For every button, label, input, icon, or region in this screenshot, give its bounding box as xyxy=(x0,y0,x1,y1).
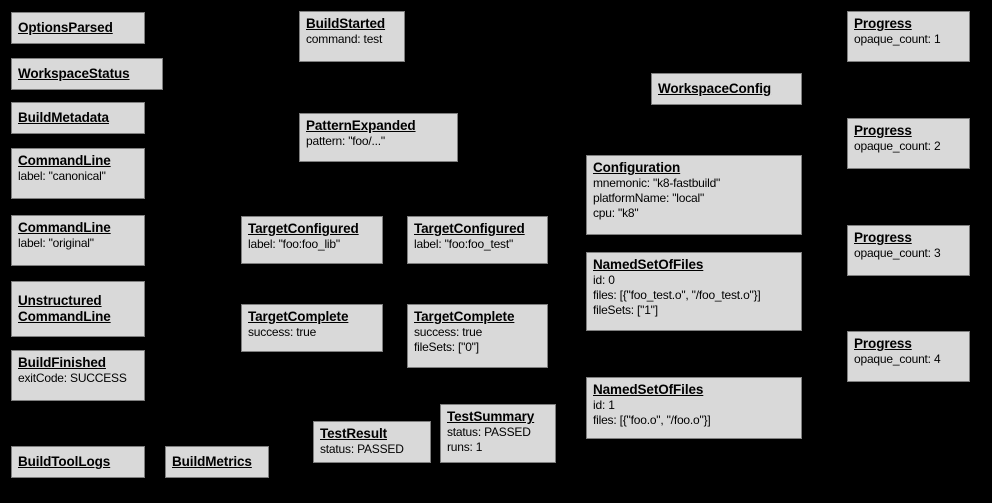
node-property: files: [{"foo.o", "/foo.o"}] xyxy=(593,413,711,427)
node-title: BuildToolLogs xyxy=(18,454,111,469)
node-property: opaque_count: 2 xyxy=(854,139,941,153)
node-title: TargetComplete xyxy=(248,309,349,324)
node-property: files: [{"foo_test.o", "/foo_test.o"}] xyxy=(593,288,761,302)
node-property: success: true xyxy=(248,325,317,339)
node-workspace-config[interactable]: WorkspaceConfig xyxy=(651,73,802,105)
node-property: opaque_count: 1 xyxy=(854,32,941,46)
node-property: label: "foo:foo_test" xyxy=(414,237,514,251)
node-build-metadata[interactable]: BuildMetadata xyxy=(11,102,145,134)
node-title: Progress xyxy=(854,230,912,245)
node-title: WorkspaceConfig xyxy=(658,81,772,96)
node-title: NamedSetOfFiles xyxy=(593,257,704,272)
node-property: fileSets: ["1"] xyxy=(593,303,658,317)
node-title: CommandLine xyxy=(18,220,111,235)
node-title: CommandLine xyxy=(18,153,111,168)
node-property: id: 0 xyxy=(593,273,615,287)
node-property: status: PASSED xyxy=(320,442,404,456)
node-title: Progress xyxy=(854,123,912,138)
node-title: TargetComplete xyxy=(414,309,515,324)
node-property: label: "canonical" xyxy=(18,169,106,183)
node-property: status: PASSED xyxy=(447,425,531,439)
node-property: opaque_count: 3 xyxy=(854,246,941,260)
node-workspace-status[interactable]: WorkspaceStatus xyxy=(11,58,163,90)
node-property: runs: 1 xyxy=(447,440,483,454)
node-title: BuildFinished xyxy=(18,355,106,370)
node-property: label: "foo:foo_lib" xyxy=(248,237,340,251)
node-title: NamedSetOfFiles xyxy=(593,382,704,397)
node-property: id: 1 xyxy=(593,398,615,412)
node-options-parsed[interactable]: OptionsParsed xyxy=(11,12,145,44)
node-build-metrics[interactable]: BuildMetrics xyxy=(165,446,269,478)
node-property: opaque_count: 4 xyxy=(854,352,941,366)
node-title: OptionsParsed xyxy=(18,20,113,35)
node-title: BuildStarted xyxy=(306,16,386,31)
node-build-tool-logs[interactable]: BuildToolLogs xyxy=(11,446,145,478)
node-property: command: test xyxy=(306,32,383,46)
node-property: platformName: "local" xyxy=(593,191,705,205)
node-property: pattern: "foo/..." xyxy=(306,134,385,148)
node-title: TargetConfigured xyxy=(414,221,525,236)
node-title: BuildMetadata xyxy=(18,110,109,125)
node-property: fileSets: ["0"] xyxy=(414,340,479,354)
node-title: TestSummary xyxy=(447,409,535,424)
node-property: exitCode: SUCCESS xyxy=(18,371,127,385)
node-title: Unstructured CommandLine xyxy=(18,293,111,324)
node-title: Configuration xyxy=(593,160,681,175)
node-title: TestResult xyxy=(320,426,388,441)
node-property: cpu: "k8" xyxy=(593,206,639,220)
node-title: PatternExpanded xyxy=(306,118,416,133)
node-title: BuildMetrics xyxy=(172,454,252,469)
node-title: TargetConfigured xyxy=(248,221,359,236)
node-title: Progress xyxy=(854,336,912,351)
node-title: Progress xyxy=(854,16,912,31)
node-property: mnemonic: "k8-fastbuild" xyxy=(593,176,721,190)
node-property: label: "original" xyxy=(18,236,94,250)
node-property: success: true xyxy=(414,325,483,339)
node-unstructured-command-line[interactable]: Unstructured CommandLine xyxy=(11,281,145,337)
node-title: WorkspaceStatus xyxy=(18,66,130,81)
